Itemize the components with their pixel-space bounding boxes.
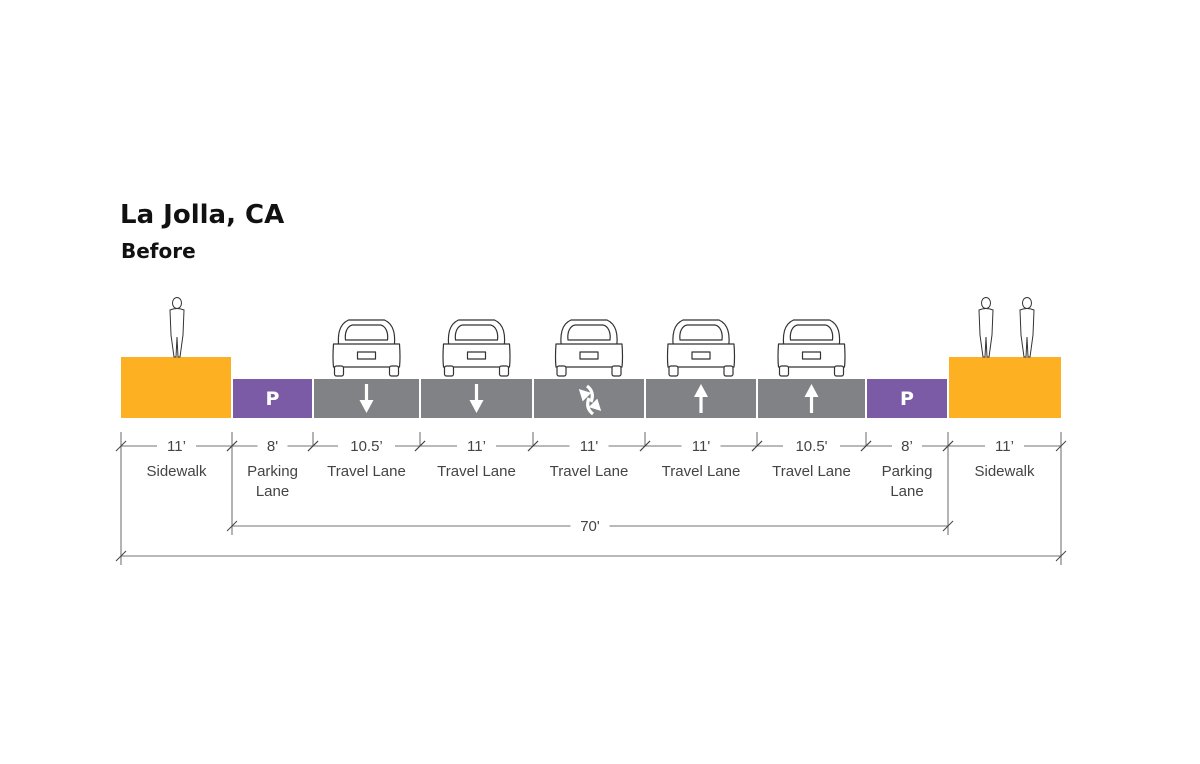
dimension-tick-mark	[226, 520, 238, 532]
segment-name-label: Lane	[890, 483, 923, 500]
person-icon	[978, 297, 994, 358]
car-wheel-left	[333, 365, 345, 377]
car-plate	[801, 351, 822, 360]
dimension-tick-mark	[527, 440, 539, 452]
turn-arrow-down-right	[586, 397, 602, 416]
car-plate	[579, 351, 599, 360]
segment-width-label: 11’	[467, 438, 486, 455]
segment-name-label: Sidewalk	[974, 463, 1035, 480]
car-wheel-right	[498, 365, 510, 377]
dimension-tick-mark	[639, 440, 651, 452]
car-rear-icon	[442, 319, 511, 377]
segment-name-label: Travel Lane	[550, 463, 629, 480]
sidewalk-block	[121, 357, 231, 418]
turn-head	[578, 388, 592, 402]
dimension-tick-mark	[226, 440, 238, 452]
parking-symbol: P	[266, 388, 280, 410]
arrow-icon	[469, 384, 484, 413]
car-rear-icon	[666, 319, 736, 377]
segment-width-label: 10.5’	[350, 438, 383, 455]
dimension-tick-mark	[1055, 440, 1067, 452]
dimension-tick-mark	[860, 440, 872, 452]
segment-name-label: Travel Lane	[662, 463, 741, 480]
person-icon	[1019, 297, 1035, 358]
segment-name-label: Parking	[882, 463, 933, 480]
car-rear-window	[454, 324, 499, 341]
car-wheel-left	[556, 365, 567, 377]
person-body	[169, 308, 185, 358]
dimension-tick-mark	[942, 520, 954, 532]
car-wheel-right	[723, 365, 734, 377]
segment-name-label: Lane	[256, 483, 289, 500]
segment-width-label: 8'	[267, 438, 278, 455]
car-wheel-right	[833, 365, 845, 377]
segment-width-label: 8’	[901, 438, 913, 455]
car-rear-window	[679, 324, 723, 341]
diagram-subtitle: Before	[121, 239, 196, 263]
dimension-tick-mark	[307, 440, 319, 452]
car-wheel-left	[668, 365, 679, 377]
car-wheel-right	[611, 365, 622, 377]
segment-name-label: Sidewalk	[146, 463, 207, 480]
car-rear-window	[789, 324, 834, 341]
turn-shaft	[586, 397, 595, 416]
person-head	[172, 297, 182, 309]
arrow-head	[469, 400, 484, 413]
turn-arrow-up-left	[578, 384, 594, 403]
car-rear-icon	[332, 319, 401, 377]
person-head	[1022, 297, 1032, 309]
segment-width-label: 11'	[692, 438, 711, 455]
car-plate	[691, 351, 711, 360]
sidewalk-block	[949, 357, 1061, 418]
segment-width-label: 11'	[580, 438, 599, 455]
dimension-tick-mark	[942, 440, 954, 452]
segment-width-label: 10.5'	[795, 438, 827, 455]
arrow-icon	[578, 384, 602, 416]
arrow-shaft	[474, 384, 479, 402]
parking-lane-block	[867, 379, 947, 418]
car-rear-window	[567, 324, 611, 341]
dimension-tick-mark	[115, 440, 127, 452]
car-rear-icon	[777, 319, 846, 377]
car-rear-window	[344, 324, 389, 341]
car-wheel-left	[778, 365, 790, 377]
segment-name-label: Parking	[247, 463, 298, 480]
arrow-icon	[359, 384, 374, 413]
car-plate	[356, 351, 377, 360]
dimension-tick-mark	[414, 440, 426, 452]
arrow-head	[804, 384, 819, 397]
arrow-shaft	[809, 395, 814, 413]
turn-shaft	[585, 384, 594, 403]
person-head	[981, 297, 991, 309]
dimension-tick-mark	[1055, 550, 1067, 562]
arrow-shaft	[699, 395, 703, 413]
person-icon	[169, 297, 185, 358]
person-body	[978, 308, 994, 358]
diagram-title: La Jolla, CA	[120, 200, 285, 230]
arrow-head	[359, 400, 374, 413]
segment-width-label: 11’	[995, 438, 1014, 455]
car-wheel-right	[388, 365, 400, 377]
arrow-icon	[804, 384, 819, 413]
arrow-shaft	[364, 384, 369, 402]
parking-symbol: P	[900, 388, 914, 410]
segment-width-label: 11’	[167, 438, 186, 455]
segment-name-label: Travel Lane	[327, 463, 406, 480]
parking-lane-block	[233, 379, 312, 418]
dimension-tick-mark	[115, 550, 127, 562]
arrow-head	[694, 384, 708, 397]
car-plate	[466, 351, 487, 360]
curb-to-curb-width-label: 70'	[580, 518, 600, 535]
arrow-icon	[694, 384, 708, 413]
turn-head	[588, 398, 602, 412]
person-body	[1019, 308, 1035, 358]
car-rear-icon	[554, 319, 624, 377]
car-wheel-left	[443, 365, 455, 377]
segment-name-label: Travel Lane	[437, 463, 516, 480]
dimension-tick-mark	[751, 440, 763, 452]
segment-name-label: Travel Lane	[772, 463, 851, 480]
